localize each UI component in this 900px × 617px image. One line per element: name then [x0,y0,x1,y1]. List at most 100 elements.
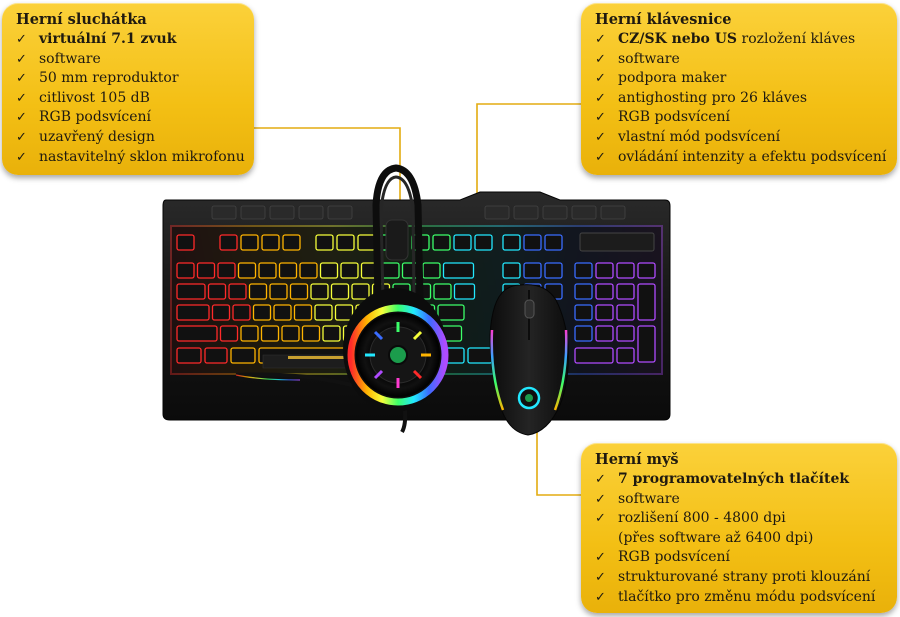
keyboard-key [453,283,476,300]
keyboard-key [176,347,202,364]
checkmark-icon: ✓ [16,129,27,145]
keyboard-key [237,262,257,279]
keyboard-key [502,262,521,279]
keyboard-key [176,304,210,321]
keyboard-key [616,304,635,321]
keyboard-key [453,234,472,251]
checkmark-icon: ✓ [16,32,27,47]
keyboard-key [637,325,656,363]
checkmark-icon: ✓ [16,149,27,165]
headset-cable [400,409,408,433]
keyboard-key [595,283,614,300]
ear-cup-rays [365,322,431,388]
keyboard-feature: ✓ovládání intenzity a efektu podsvícení [595,148,886,168]
keyboard-key [176,262,195,279]
keyboard-key [422,262,441,279]
keyboard-key [310,283,329,300]
keyboard-key [637,262,656,279]
headset-illustration [235,164,449,433]
keyboard-key [340,262,359,279]
keyboard-key [595,304,614,321]
keyboard-key [282,234,301,251]
mouse-callout: Herní myš ✓7 programovatelných tlačítek … [581,443,897,613]
keyboard-key [281,325,300,342]
checkmark-icon: ✓ [595,149,606,165]
keyboard-key [381,262,400,279]
keyboard-key [574,325,593,342]
keyboard-key [258,262,277,279]
palm-rest-logo-bar [288,356,344,359]
keyboard-feature: ✓RGB podsvícení [595,108,883,128]
keyboard-key [595,262,614,279]
keyboard-key [442,262,475,279]
keyboard-key [240,234,259,251]
checkmark-icon: ✓ [16,71,27,87]
checkmark-icon: ✓ [595,491,606,507]
keyboard-key [232,304,251,321]
mouse-body [489,284,569,436]
mouse-illustration [489,284,569,436]
keyboard-key [523,234,542,251]
keyboard-key [432,234,451,251]
keyboard-key [260,325,280,342]
mouse-feature-note: (přes software až 6400 dpi) [618,529,814,546]
headset-feature: ✓software [16,50,240,70]
mic-boom [235,372,353,387]
checkmark-icon: ✓ [595,511,606,527]
headset-feature: ✓50 mm reproduktor [16,69,240,89]
mouse-rgb-strip-right [553,329,568,411]
headset-slider [385,219,409,261]
keyboard-connector-line [476,103,581,198]
keyboard-key [207,283,227,300]
ear-cup-rgb-ring [347,304,449,406]
headband [372,164,424,301]
keyboard-key [269,283,288,300]
mouse-connector-line [536,428,581,496]
led-indicator-panel [579,232,655,252]
keyboard-feature: ✓antighosting pro 26 kláves [595,89,883,109]
keyboard-feature: ✓software [595,50,883,70]
keyboard-callout: Herní klávesnice ✓CZ/SK nebo US rozložen… [581,3,897,175]
checkmark-icon: ✓ [595,51,606,67]
keyboard-key [574,304,593,321]
keyboard-key [252,304,272,321]
keyboard-key [273,304,292,321]
keyboard-key [357,234,376,251]
headset-feature-list: ✓virtuální 7.1 zvuk ✓software ✓50 mm rep… [16,30,245,167]
keyboard-key [334,304,354,321]
keyboard-key [433,283,452,300]
keyboard-key [616,347,635,364]
checkmark-icon: ✓ [595,589,606,605]
checkmark-icon: ✓ [16,51,27,67]
checkmark-icon: ✓ [595,569,606,585]
keyboard-key [217,262,236,279]
keyboard-key [314,304,333,321]
keyboard-key [219,234,238,251]
keyboard-key [437,304,465,321]
mouse-rgb-strip-left [490,329,505,411]
keyboard-key [637,283,656,321]
headset-feature: ✓uzavřený design [16,128,240,148]
keyboard-key [299,262,318,279]
keyboard-key [301,325,321,342]
keyboard-key [240,325,259,342]
mouse-feature: ✓tlačítko pro změnu módu podsvícení [595,588,883,608]
checkmark-icon: ✓ [595,550,606,566]
mouse-feature: ✓strukturované strany proti klouzání [595,568,883,588]
mouse-feature-list: ✓7 programovatelných tlačítek ✓software … [595,470,883,607]
checkmark-icon: ✓ [595,129,606,145]
checkmark-icon: ✓ [595,71,606,87]
mouse-feature: ✓rozlišení 800 - 4800 dpi [595,509,883,529]
keyboard-key [574,347,614,364]
checkmark-icon: ✓ [595,110,606,126]
keyboard-key [616,325,635,342]
marvo-logo-headset [388,345,408,365]
mouse-feature: ✓RGB podsvícení [595,548,883,568]
keyboard-key [523,262,542,279]
keyboard-key [176,283,206,300]
keyboard-key [616,262,635,279]
keyboard-feature: ✓CZ/SK nebo US rozložení kláves [595,30,883,50]
keyboard-key [574,283,593,300]
keyboard-key [289,283,309,300]
